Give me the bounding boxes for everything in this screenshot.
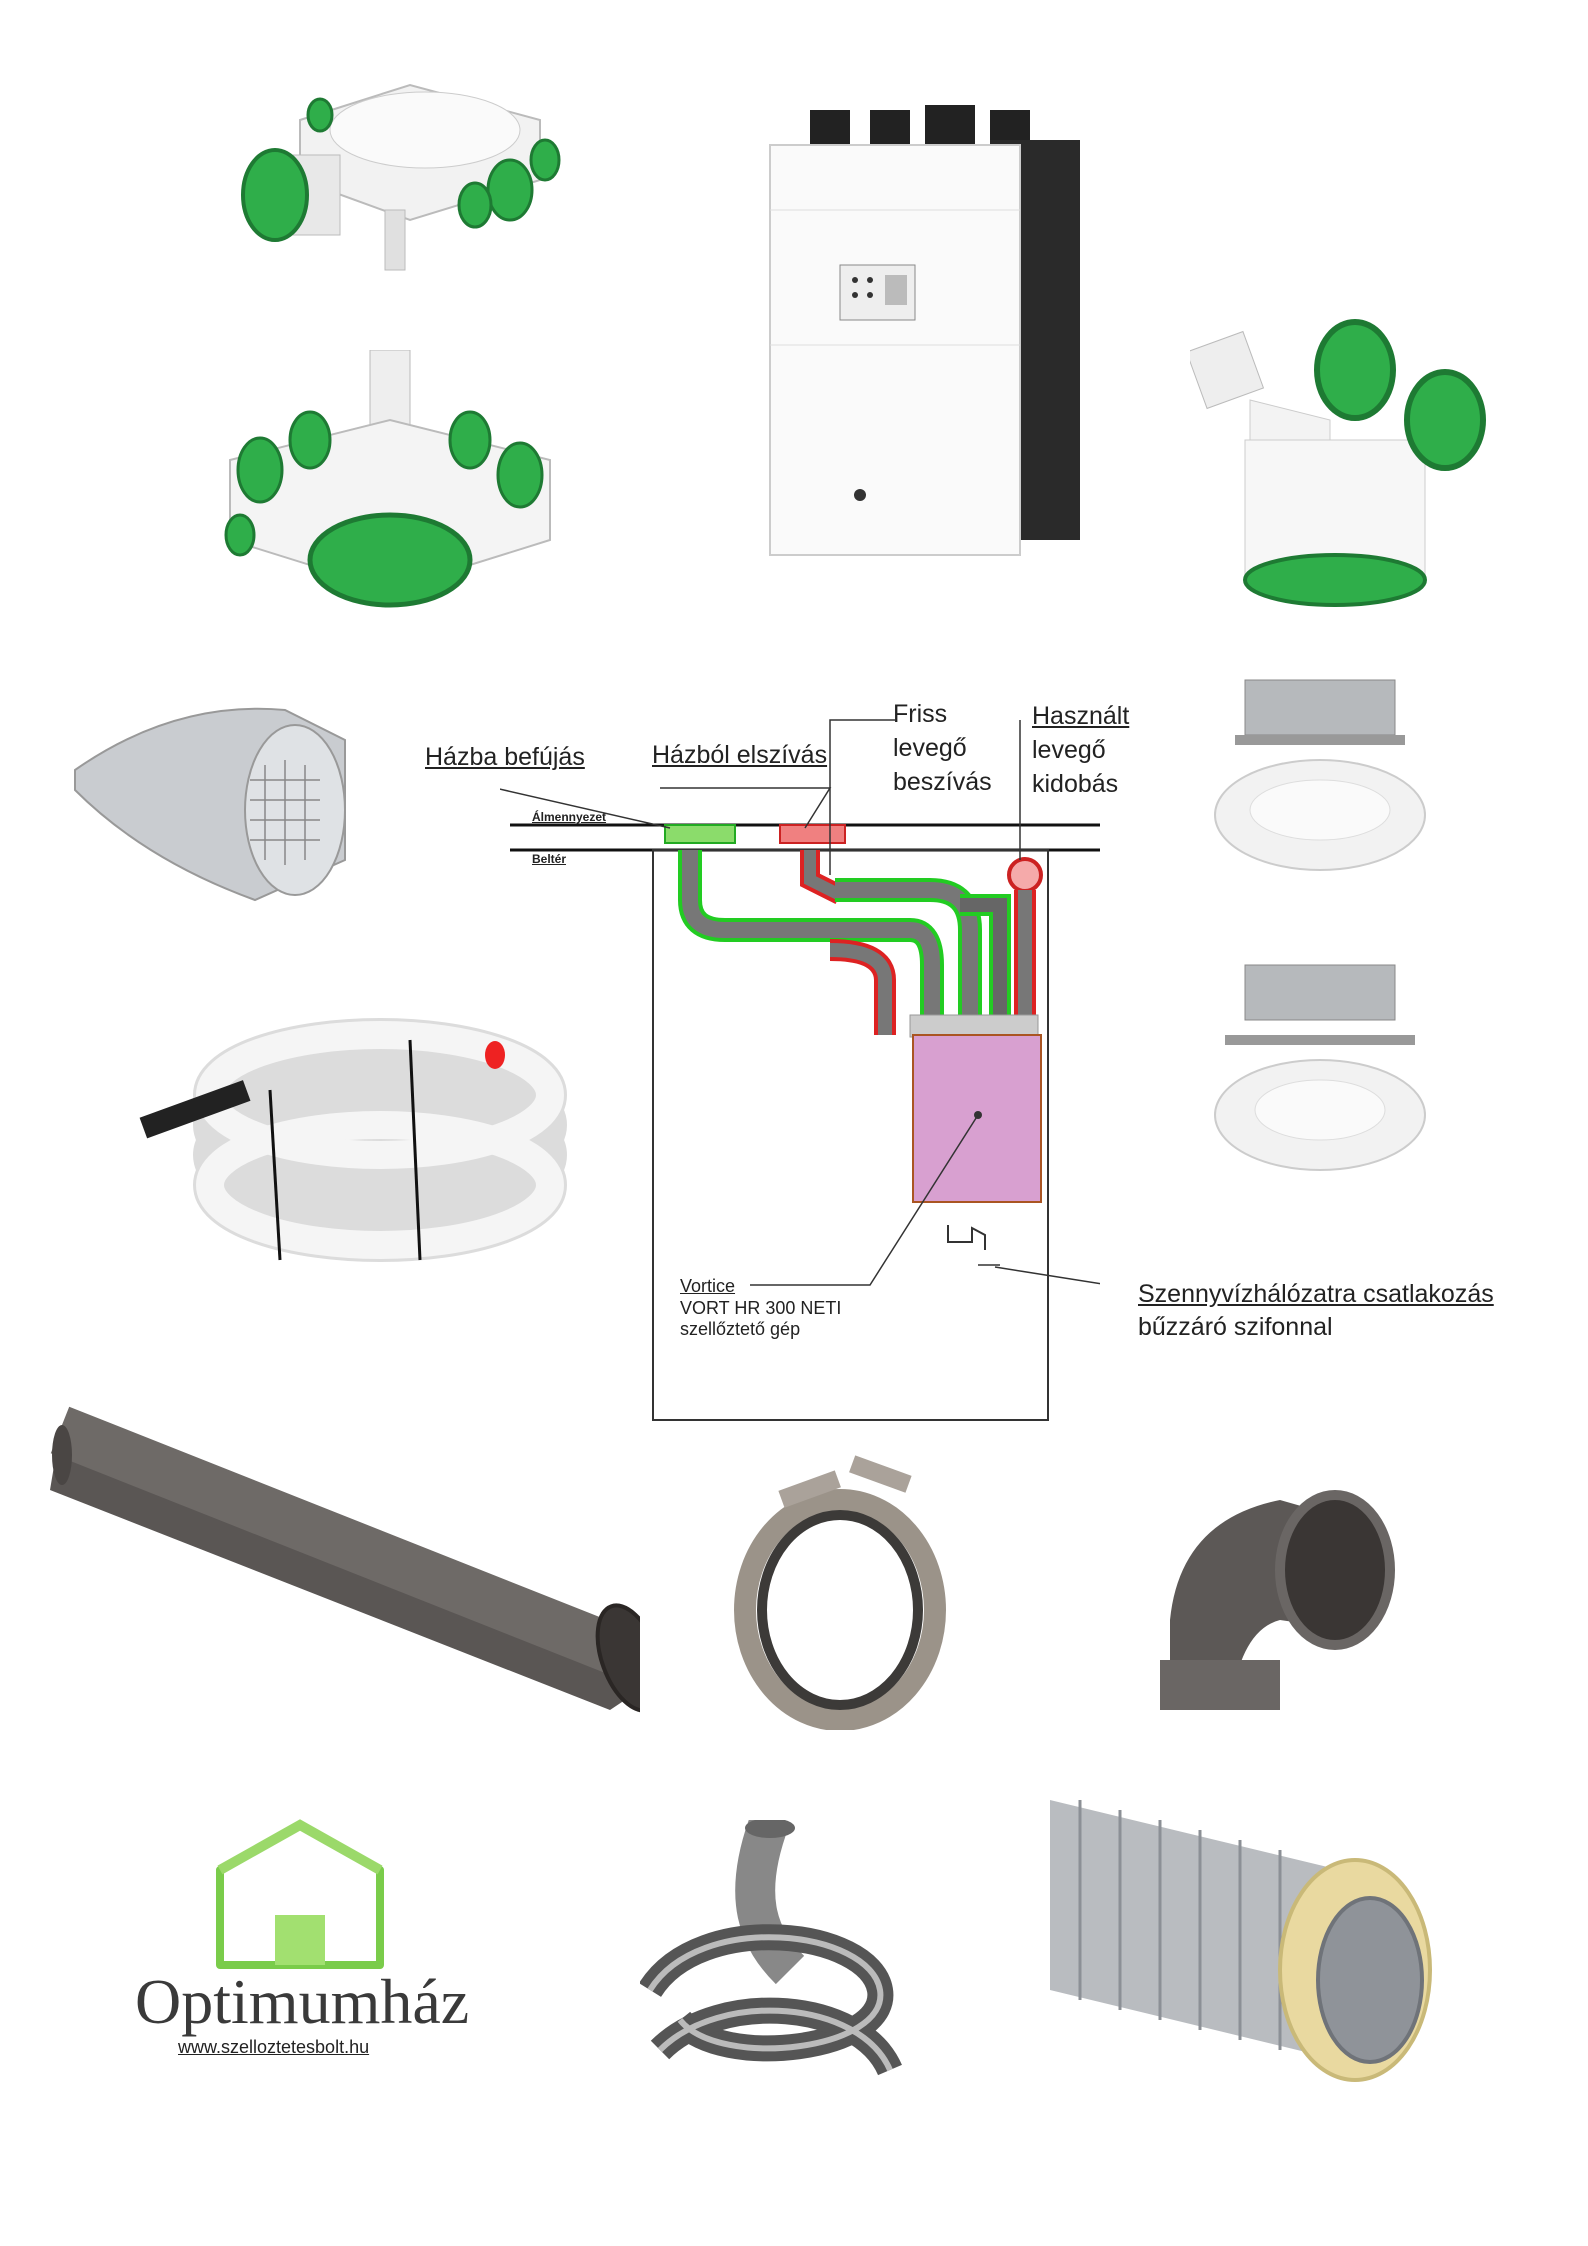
label-interior: Beltér [532,852,567,866]
label-unit-line2: VORT HR 300 NETI [680,1297,842,1318]
label-unit-line3: szellőztető gép [680,1319,801,1340]
label-used-air-line1: Használt [1032,702,1130,730]
siphon-icon [947,1225,986,1250]
leader-unit [750,1114,979,1286]
label-fresh-air-line3: beszívás [893,768,992,796]
extract-terminal [779,824,846,844]
brand-url[interactable]: www.szelloztetesbolt.hu [178,2037,370,2057]
room-outline [652,849,1049,1421]
air-valve-bottom [1214,964,1426,1171]
label-supply-in: Házba befújás [425,743,585,771]
distribution-box-bottom [224,350,551,608]
insulated-rigid-duct [50,1406,640,1713]
leader-extract [660,787,832,829]
ventilation-schematic [500,719,1100,1421]
exhaust-outlet [1007,857,1043,893]
house-icon [216,1819,384,1969]
label-used-air-line3: kidobás [1032,770,1119,798]
insulated-elbow [1160,1490,1395,1710]
leader-supply [500,788,671,829]
distribution-box-top [241,83,561,271]
label-used-air: Használt levegő kidobás [1032,699,1129,801]
brand-logo: Optimumház www.szelloztetesbolt.hu [120,1815,480,2075]
aluminium-flex-duct-knot [640,1820,902,2076]
leader-drain [994,1266,1100,1285]
label-extract-out: Házból elszívás [652,741,828,769]
connector-ring [734,1455,946,1730]
coiled-flexible-duct [139,1018,567,1262]
label-drain: Szennyvízhálózatra csatlakozás bűzzáró s… [1138,1278,1494,1343]
insulated-flexible-duct [1050,1800,1432,2082]
air-valve-top [1214,679,1426,871]
ventilation-unit-image [769,105,1080,556]
y-branch-fitting [1190,319,1486,607]
supply-terminal [664,824,736,844]
label-used-air-line2: levegő [1032,736,1106,764]
label-unit: Vortice VORT HR 300 NETI szellőztető gép [680,1276,841,1341]
label-attic: Álmennyezet [532,810,607,824]
brand-name: Optimumház [135,1966,470,2037]
label-drain-line1: Szennyvízhálózatra csatlakozás [1138,1280,1494,1308]
label-unit-line1: Vortice [680,1276,736,1296]
label-fresh-air: Friss levegő beszívás [893,697,992,799]
label-fresh-air-line1: Friss [893,700,948,728]
label-fresh-air-line2: levegő [893,734,967,762]
wall-hood-image [74,707,346,902]
label-drain-line2: bűzzáró szifonnal [1138,1312,1333,1341]
leader-fresh [829,719,895,875]
